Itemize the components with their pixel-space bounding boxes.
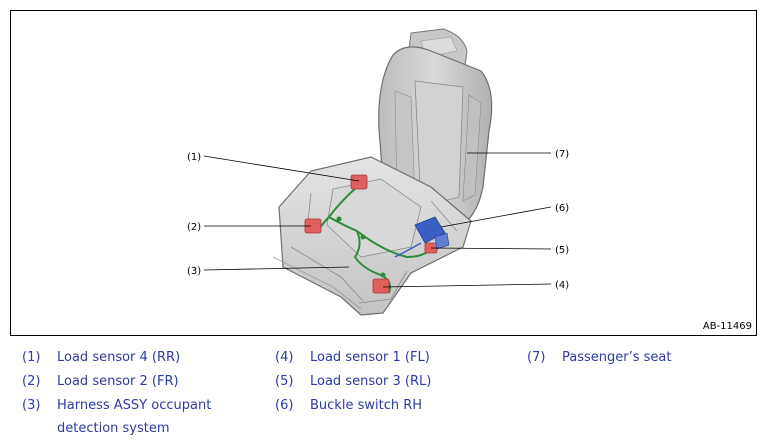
callout-1: (1) (187, 152, 201, 163)
legend-item-2: (2) Load sensor 2 (FR) (22, 370, 252, 393)
leader-4 (382, 283, 552, 288)
leader-5 (430, 247, 552, 250)
legend-num: (3) (22, 398, 41, 413)
callout-6: (6) (555, 203, 569, 214)
callouts: (1) (2) (3) (4) (5) (6) (7) (187, 149, 569, 291)
legend-num: (5) (275, 374, 294, 389)
legend-num: (4) (275, 350, 294, 365)
figure-id: AB-11469 (702, 321, 752, 332)
seat-illustration: (1) (2) (3) (4) (5) (6) (7) (187, 28, 569, 316)
legend: (1) Load sensor 4 (RR) (2) Load sensor 2… (0, 346, 768, 444)
legend-item-1: (1) Load sensor 4 (RR) (22, 346, 252, 369)
callout-5: (5) (555, 245, 569, 256)
legend-num: (7) (527, 350, 546, 365)
legend-text: Load sensor 2 (FR) (57, 374, 179, 389)
legend-text: Passenger’s seat (562, 350, 672, 365)
leader-lines (203, 152, 552, 288)
callout-4: (4) (555, 280, 569, 291)
legend-text: Load sensor 1 (FL) (310, 350, 430, 365)
legend-num: (1) (22, 350, 41, 365)
callout-7: (7) (555, 149, 569, 160)
load-sensors (304, 174, 438, 294)
seat-frame (272, 156, 472, 316)
legend-text: Load sensor 4 (RR) (57, 350, 181, 365)
load-sensor-fl (372, 278, 390, 294)
legend-text: Load sensor 3 (RL) (310, 374, 432, 389)
legend-item-4: (4) Load sensor 1 (FL) (275, 346, 505, 369)
legend-text: Buckle switch RH (310, 398, 423, 413)
callout-3: (3) (187, 266, 201, 277)
legend-text: Harness ASSY occupant (57, 398, 212, 413)
leader-1 (203, 155, 360, 182)
legend-num: (6) (275, 398, 294, 413)
leader-3 (203, 266, 350, 271)
callout-2: (2) (187, 222, 201, 233)
legend-item-5: (5) Load sensor 3 (RL) (275, 370, 505, 393)
legend-num: (2) (22, 374, 41, 389)
legend-text-line2: detection system (57, 421, 170, 436)
leader-6 (440, 206, 552, 228)
legend-item-7: (7) Passenger’s seat (527, 346, 757, 369)
legend-item-3: (3) Harness ASSY occupant detection syst… (22, 394, 252, 440)
legend-item-6: (6) Buckle switch RH (275, 394, 505, 417)
load-sensor-rr (350, 174, 368, 190)
buckle-switch (394, 216, 450, 258)
figure-frame: (1) (2) (3) (4) (5) (6) (7) AB-11469 (10, 10, 757, 336)
